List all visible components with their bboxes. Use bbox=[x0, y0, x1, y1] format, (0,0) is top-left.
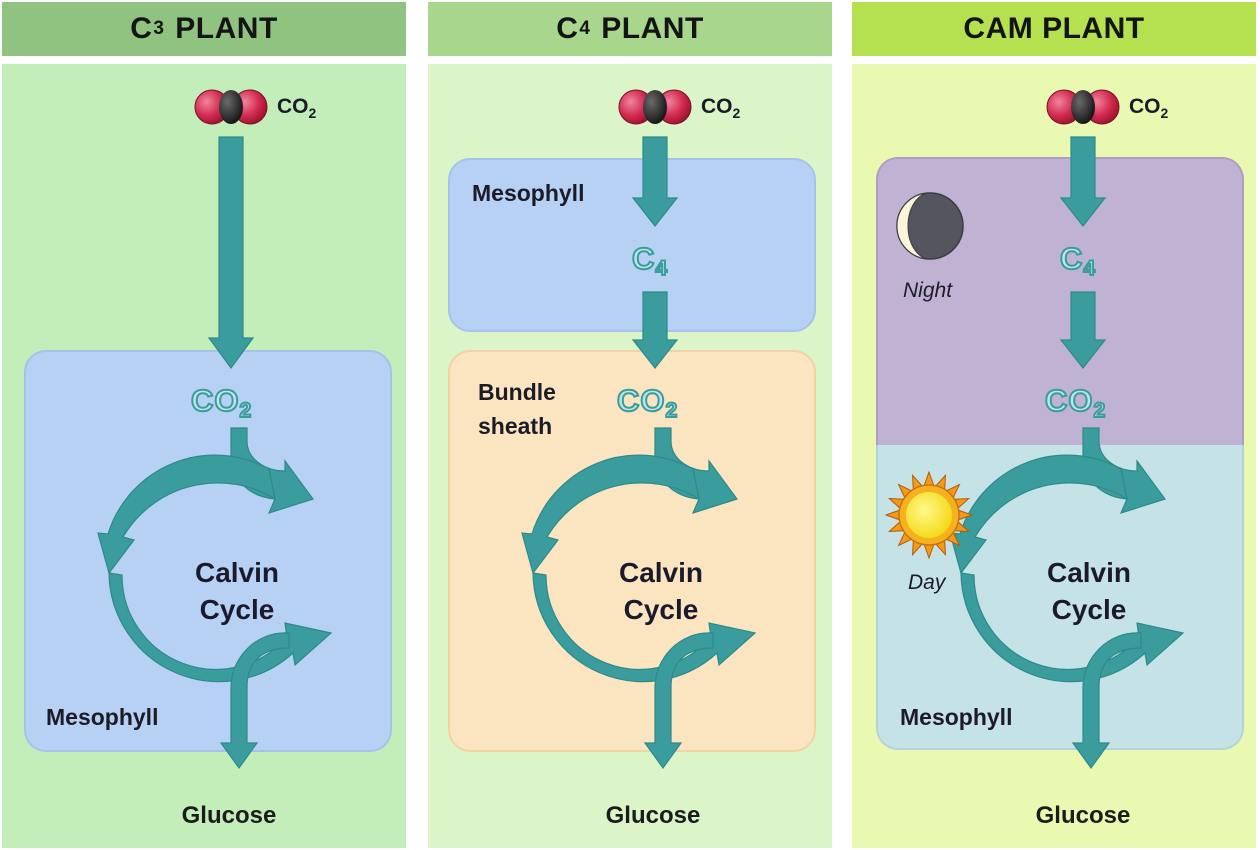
c3-calvin-cycle-label: Calvin Cycle bbox=[137, 554, 337, 628]
c4-co2-input-main: CO bbox=[701, 95, 733, 118]
cam-glucose-output: Glucose bbox=[1035, 802, 1131, 829]
c4-co2-input-label: CO2 bbox=[701, 95, 740, 121]
c3-mesophyll-label: Mesophyll bbox=[46, 704, 159, 730]
c3-cycle-line2: Cycle bbox=[199, 594, 275, 625]
cam-mesophyll-label: Mesophyll bbox=[900, 704, 1013, 730]
c3-header-main: C bbox=[130, 12, 153, 45]
cam-day-label: Day bbox=[908, 571, 946, 594]
cam-c4-compound-sub: 4 bbox=[1082, 256, 1097, 281]
c4-c4-compound-main: C bbox=[631, 240, 656, 277]
cam-cycle-line2: Cycle bbox=[1051, 594, 1127, 625]
c4-calvin-cycle-label: Calvin Cycle bbox=[561, 554, 761, 628]
cam-cycle-line1: Calvin bbox=[1046, 557, 1132, 588]
c3-co2-input-sub: 2 bbox=[308, 105, 317, 122]
c4-glucose-output: Glucose bbox=[605, 802, 701, 829]
cam-c4-compound-label: C4 bbox=[1059, 240, 1097, 281]
cam-center-co2-main: CO bbox=[1044, 382, 1094, 419]
c4-c4-compound-label: C4 bbox=[631, 240, 669, 281]
c3-center-co2-main: CO bbox=[190, 382, 240, 419]
c3-center-co2-sub: 2 bbox=[239, 398, 253, 423]
c4-header-main: C bbox=[556, 12, 579, 45]
cam-header-text: CAM PLANT bbox=[963, 12, 1145, 45]
c4-mesophyll-label: Mesophyll bbox=[472, 180, 585, 206]
c3-co2-input-main: CO bbox=[277, 95, 309, 118]
cam-center-co2-label: CO2 bbox=[1044, 382, 1107, 423]
c3-center-co2-label: CO2 bbox=[190, 382, 253, 423]
cam-co2-input-main: CO bbox=[1129, 95, 1161, 118]
cam-c4-compound-main: C bbox=[1059, 240, 1084, 277]
cam-calvin-cycle-label: Calvin Cycle bbox=[989, 554, 1189, 628]
c4-cycle-line2: Cycle bbox=[623, 594, 699, 625]
c4-c4-compound-sub: 4 bbox=[654, 256, 669, 281]
c4-bundle-sheath-line2: sheath bbox=[478, 413, 553, 439]
c3-header-rest: PLANT bbox=[166, 12, 278, 45]
cam-plant-header: CAM PLANT bbox=[852, 2, 1256, 56]
c3-co2-input-label: CO2 bbox=[277, 95, 316, 121]
c4-center-co2-sub: 2 bbox=[665, 398, 679, 423]
c4-center-co2-main: CO bbox=[616, 382, 666, 419]
c4-header-subscript: 4 bbox=[579, 18, 591, 39]
cam-co2-input-label: CO2 bbox=[1129, 95, 1168, 121]
c4-co2-input-sub: 2 bbox=[732, 105, 741, 122]
c3-cycle-line1: Calvin bbox=[194, 557, 280, 588]
c3-glucose-output: Glucose bbox=[181, 802, 277, 829]
c4-cycle-line1: Calvin bbox=[618, 557, 704, 588]
cam-night-label: Night bbox=[903, 279, 953, 302]
cam-co2-input-sub: 2 bbox=[1160, 105, 1169, 122]
cam-center-co2-sub: 2 bbox=[1093, 398, 1107, 423]
c4-bundle-sheath-line1: Bundle bbox=[478, 379, 556, 405]
c4-bundle-sheath-label: Bundle sheath bbox=[478, 375, 556, 443]
c3-header-subscript: 3 bbox=[153, 18, 165, 39]
c4-header-rest: PLANT bbox=[592, 12, 704, 45]
c4-center-co2-label: CO2 bbox=[616, 382, 679, 423]
